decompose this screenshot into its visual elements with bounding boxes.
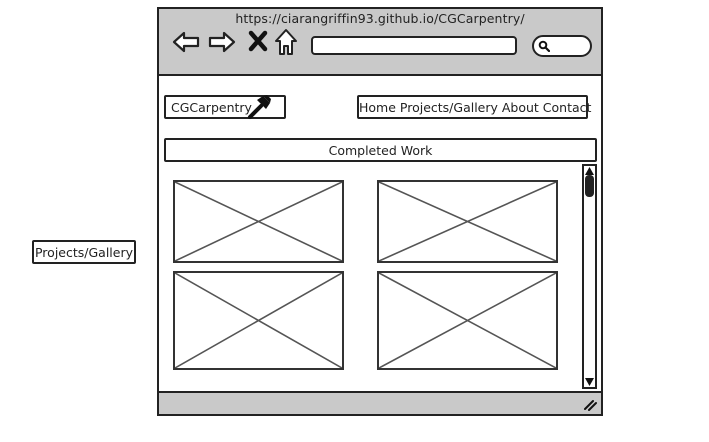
browser-status-bar [159, 391, 601, 414]
url-text: https://ciarangriffin93.github.io/CGCarp… [235, 11, 525, 26]
section-heading: Completed Work [164, 138, 597, 162]
home-icon[interactable] [274, 28, 298, 56]
gallery-image[interactable] [377, 271, 558, 370]
scroll-up-arrow-icon[interactable] [584, 166, 595, 176]
vertical-scrollbar[interactable] [582, 164, 597, 389]
resize-grip-icon[interactable] [583, 397, 597, 411]
forward-arrow-icon[interactable] [208, 30, 236, 54]
page-label-text: Projects/Gallery [34, 245, 133, 260]
brand-name: CGCarpentry [171, 100, 252, 115]
page-label: Projects/Gallery [32, 240, 136, 264]
gallery-image[interactable] [377, 180, 558, 263]
scrollbar-thumb[interactable] [585, 175, 594, 197]
gallery-image[interactable] [173, 180, 344, 263]
search-icon [538, 40, 550, 52]
address-bar[interactable] [311, 36, 517, 55]
main-navigation[interactable]: Home Projects/Gallery About Contact [357, 95, 592, 119]
scroll-down-arrow-icon[interactable] [584, 377, 595, 387]
hammer-icon [248, 95, 271, 119]
browser-search-field[interactable] [532, 35, 592, 57]
close-x-icon[interactable] [248, 30, 268, 52]
gallery-image[interactable] [173, 271, 344, 370]
section-heading-text: Completed Work [328, 143, 433, 158]
back-arrow-icon[interactable] [172, 30, 200, 54]
brand-logo-link[interactable]: CGCarpentry [164, 95, 286, 119]
nav-links[interactable]: Home Projects/Gallery About Contact [359, 100, 592, 115]
